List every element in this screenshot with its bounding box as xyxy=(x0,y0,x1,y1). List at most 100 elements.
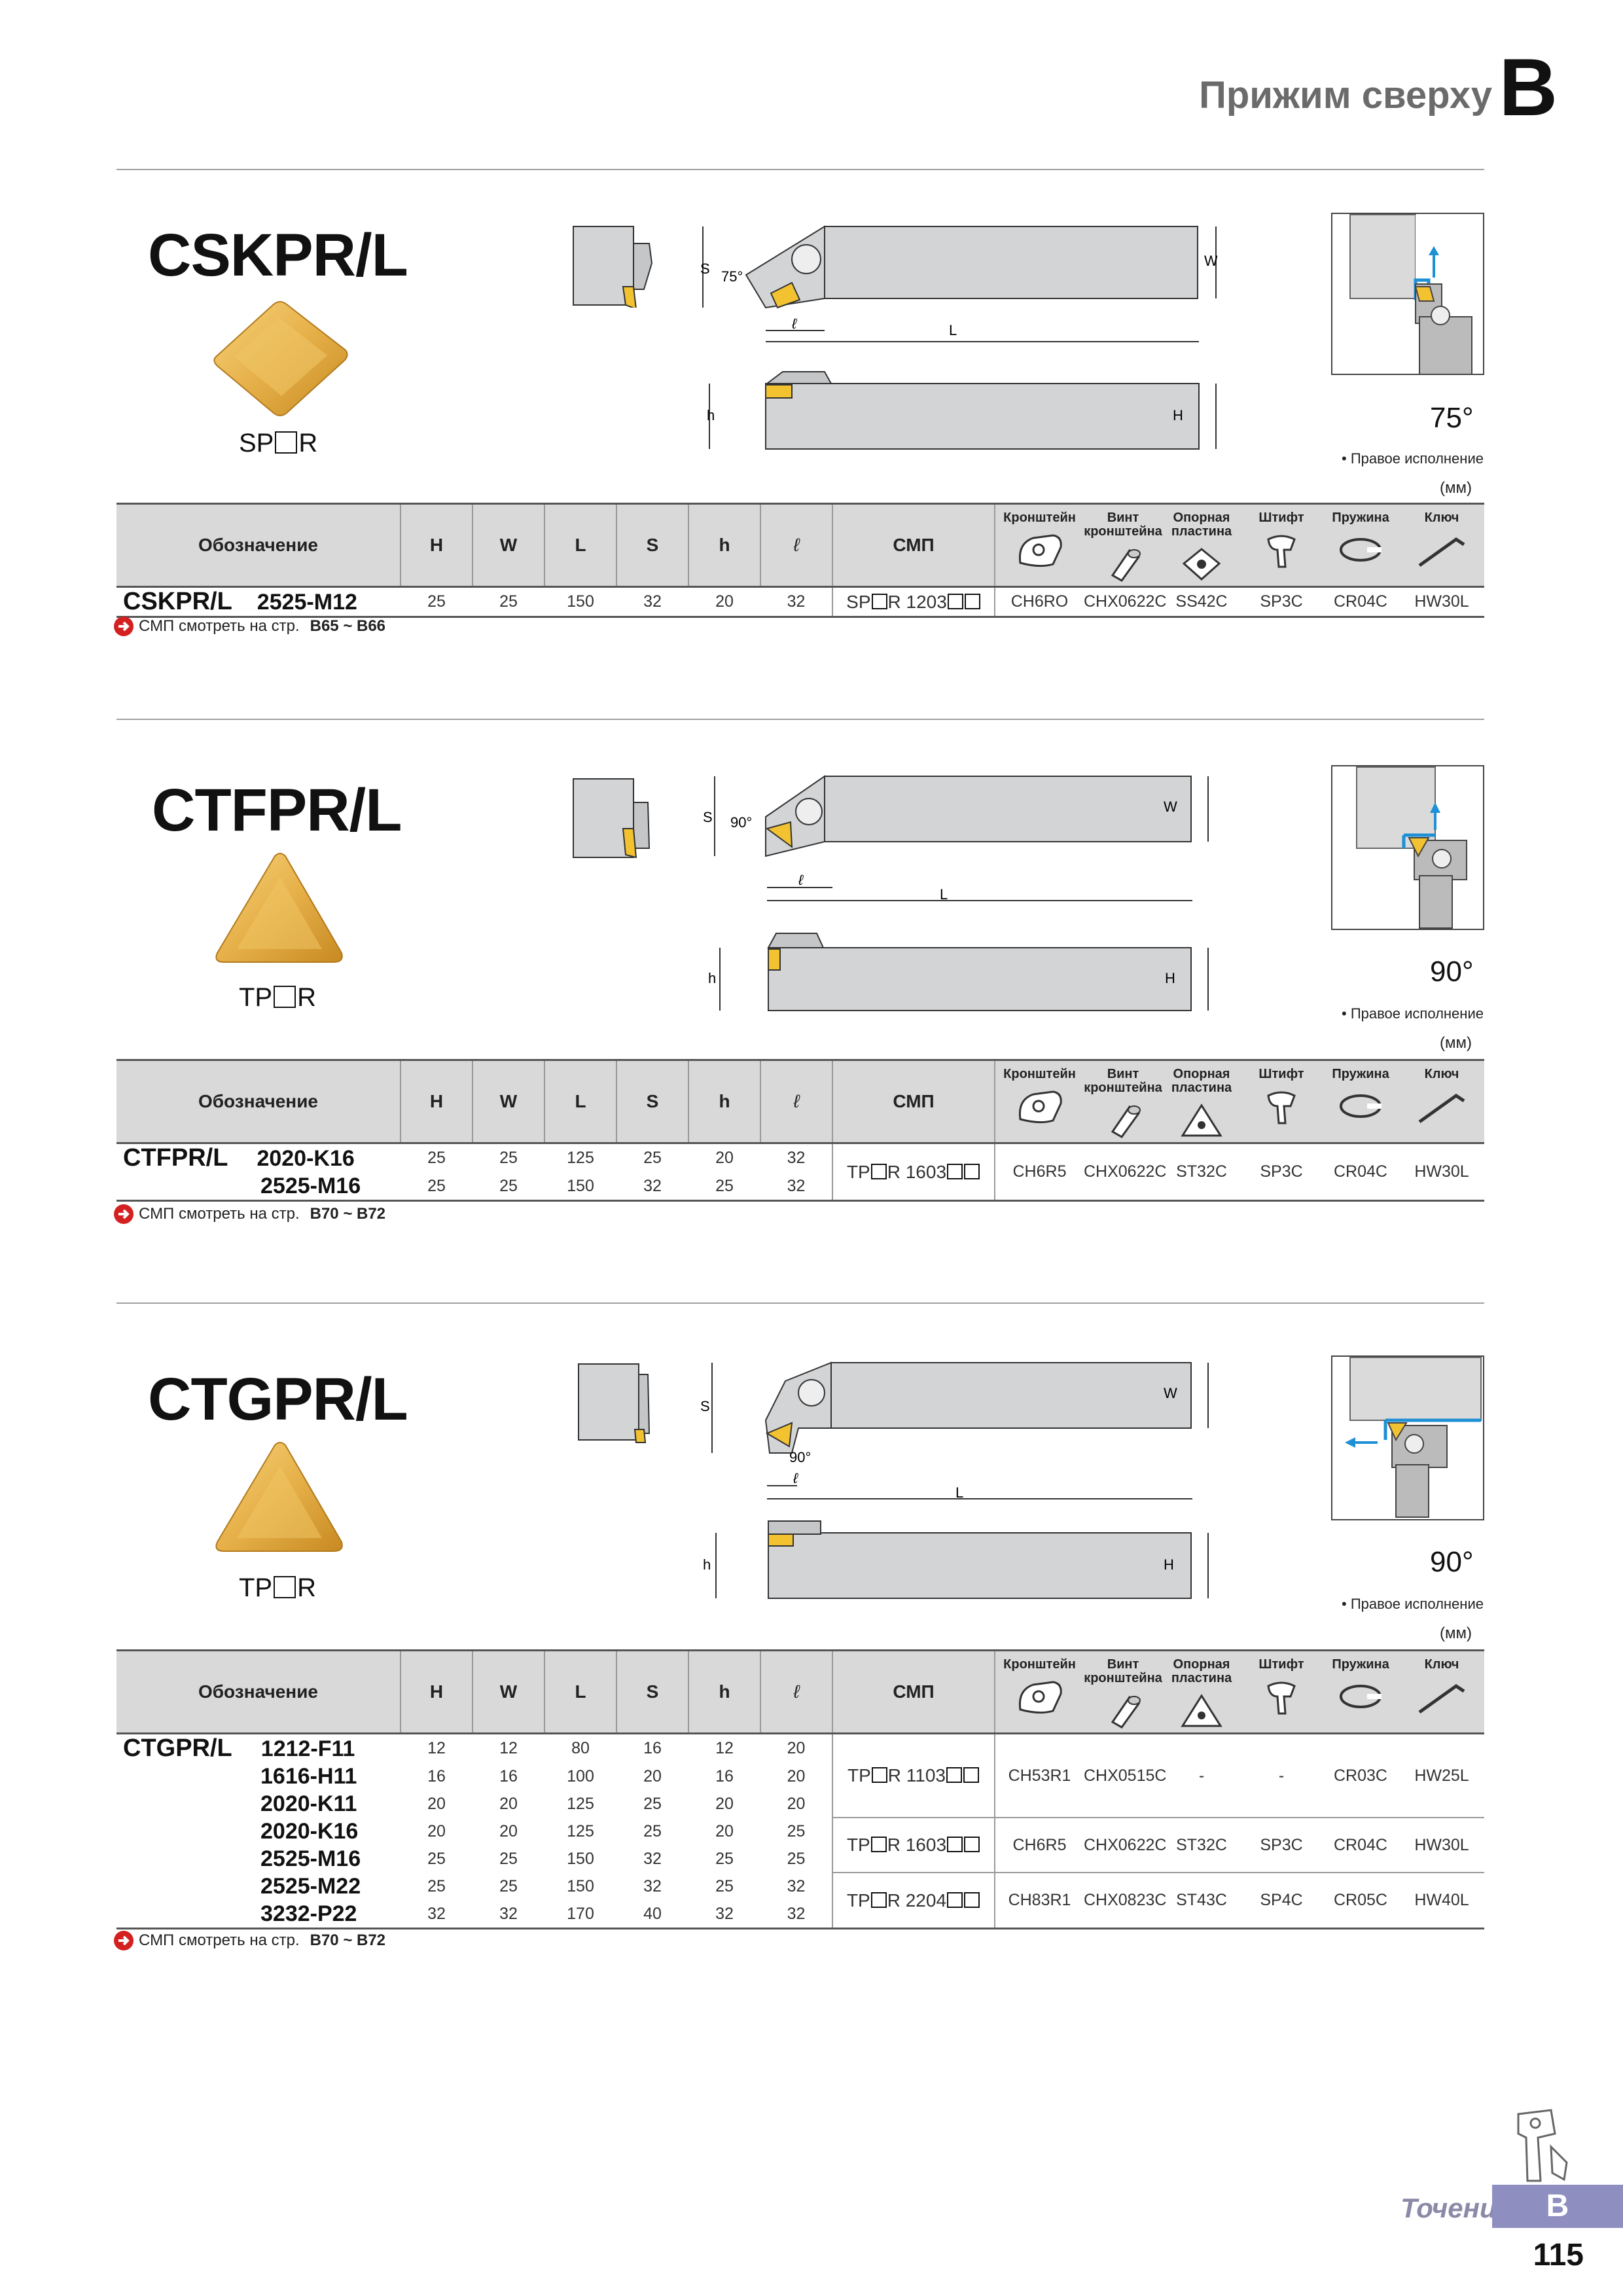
cell: 32 xyxy=(760,1172,832,1202)
col-W: W xyxy=(472,1650,544,1734)
col-l: ℓ xyxy=(760,503,832,587)
cell: 32 xyxy=(401,1900,473,1929)
svg-text:H: H xyxy=(1165,970,1175,986)
machining-schematic xyxy=(1331,1355,1484,1520)
spec-table: Обозначение H W L S h ℓ СМП Кронштейн Ви… xyxy=(116,503,1484,618)
cell: 25 xyxy=(473,586,544,618)
col-clamp: Кронштейн xyxy=(994,1060,1084,1143)
cell: 20 xyxy=(643,1767,662,1785)
col-pin: Штифт xyxy=(1241,503,1322,587)
cell: CHX0622C xyxy=(1084,586,1166,618)
cell: CR04C xyxy=(1322,1143,1399,1202)
cell: SP4C xyxy=(1241,1873,1322,1929)
pin-icon xyxy=(1267,535,1296,568)
col-H: H xyxy=(400,503,473,587)
cell: HW40L xyxy=(1399,1873,1484,1929)
col-key: Ключ xyxy=(1399,503,1484,587)
col-clamp-screw: Винт кронштейна xyxy=(1084,1650,1162,1734)
cell: 25 xyxy=(473,1172,544,1202)
cell: 32 xyxy=(643,1876,662,1895)
col-clamp: Кронштейн xyxy=(994,1650,1084,1734)
svg-text:S: S xyxy=(700,260,710,277)
cell: SP3C xyxy=(1241,586,1322,618)
cell: HW30L xyxy=(1399,1818,1484,1873)
cell: 20 xyxy=(499,1821,518,1840)
col-S: S xyxy=(616,503,688,587)
insert-page-ref: СМП смотреть на стр.B65 ~ B66 xyxy=(113,615,385,637)
table-row: 2525-M22 xyxy=(260,1873,361,1899)
cell: 125 xyxy=(567,1821,594,1840)
spec-table: Обозначение H W L S h ℓ СМП Кронштейн Ви… xyxy=(116,1649,1484,1929)
cell: CHX0823C xyxy=(1084,1873,1166,1929)
cell: 150 xyxy=(544,1172,616,1202)
col-spring: Пружина xyxy=(1322,1650,1399,1734)
cell: HW30L xyxy=(1399,586,1484,618)
tool-end-view xyxy=(573,778,651,859)
cell: 32 xyxy=(473,1900,544,1929)
tool-top-view: S 90° W ℓ L xyxy=(703,775,1209,903)
table-row: 1616-H11 xyxy=(260,1763,357,1789)
table-row: 2525-M16 xyxy=(260,1846,361,1871)
cell: 25 xyxy=(499,1849,518,1868)
pin-icon xyxy=(1267,1091,1296,1124)
spring-icon xyxy=(1340,538,1382,562)
table-row: 2020-K16 xyxy=(260,1818,359,1844)
cell: 20 xyxy=(427,1821,446,1840)
col-designation: Обозначение xyxy=(116,1650,401,1734)
cell: 25 xyxy=(643,1821,662,1840)
cell: 80 xyxy=(571,1739,590,1757)
section-letter: B xyxy=(1499,43,1558,133)
svg-text:S: S xyxy=(700,1398,710,1414)
cell: CH83R1 xyxy=(995,1873,1084,1929)
cell: - xyxy=(1241,1733,1322,1818)
cell: - xyxy=(1162,1733,1241,1818)
cell: 25 xyxy=(401,586,473,618)
cell: ST32C xyxy=(1162,1143,1241,1202)
svg-text:L: L xyxy=(940,886,948,903)
svg-text:75°: 75° xyxy=(721,268,743,285)
cell: 32 xyxy=(787,1149,806,1167)
svg-text:90°: 90° xyxy=(730,814,752,831)
approach-angle: 90° xyxy=(1430,1546,1474,1578)
col-clamp-screw: Винт кронштейна xyxy=(1084,503,1162,587)
cell: 25 xyxy=(401,1172,473,1202)
cell: 25 xyxy=(499,1876,518,1895)
cell: 150 xyxy=(544,586,616,618)
col-h: h xyxy=(688,1650,760,1734)
product-name: CTFPR/L xyxy=(152,777,402,844)
cell: 25 xyxy=(499,1149,518,1167)
insert-page-ref: СМП смотреть на стр.B70 ~ B72 xyxy=(113,1929,385,1952)
cell: 170 xyxy=(544,1900,616,1929)
svg-text:ℓ: ℓ xyxy=(798,872,804,888)
col-L: L xyxy=(544,1060,616,1143)
key-icon xyxy=(1418,1683,1465,1714)
cell: 20 xyxy=(499,1794,518,1813)
cell: 16 xyxy=(427,1767,446,1785)
cell: CHX0622C xyxy=(1084,1143,1166,1202)
cell: 16 xyxy=(715,1767,734,1785)
svg-text:ℓ: ℓ xyxy=(791,315,797,332)
cell: 12 xyxy=(427,1739,446,1757)
unit-note: (мм) xyxy=(1440,1034,1472,1052)
arrow-circle-icon xyxy=(114,1931,134,1950)
tool-end-view xyxy=(573,226,653,308)
clamp-icon xyxy=(1018,534,1062,567)
table-row: 2020-K11 xyxy=(260,1791,357,1816)
cell: 25 xyxy=(643,1794,662,1813)
col-spring: Пружина xyxy=(1322,503,1399,587)
arrow-circle-icon xyxy=(114,1204,134,1224)
footer-section-tab[interactable]: B xyxy=(1492,2185,1623,2228)
col-L: L xyxy=(544,1650,616,1734)
cell: 12 xyxy=(715,1739,734,1757)
cell: 20 xyxy=(715,1149,734,1167)
col-shim: Опорная пластина xyxy=(1162,1650,1241,1734)
col-pin: Штифт xyxy=(1241,1060,1322,1143)
machining-schematic xyxy=(1331,765,1484,930)
tool-top-view: S 75° W ℓ L xyxy=(700,225,1217,342)
cell: 25 xyxy=(787,1849,806,1868)
cell: 16 xyxy=(643,1739,662,1757)
